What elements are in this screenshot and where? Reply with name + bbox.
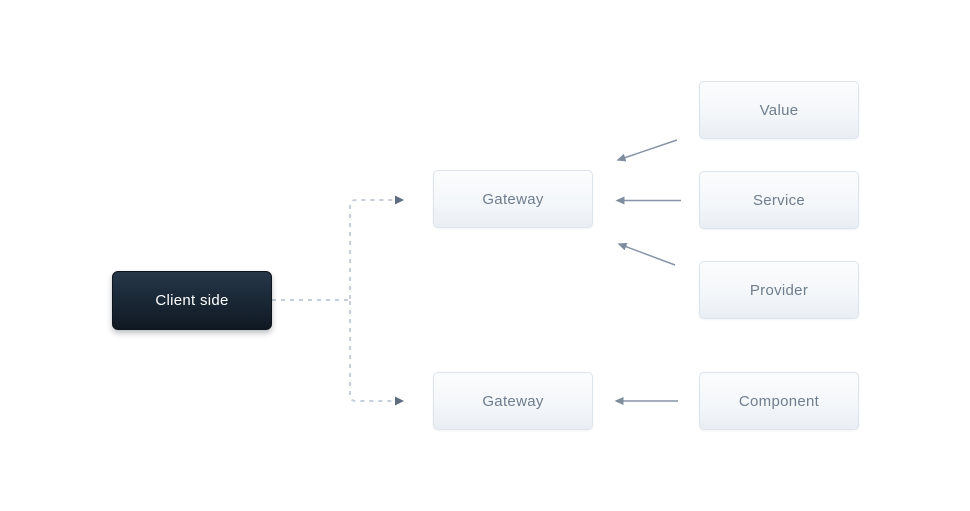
- node-gateway-top[interactable]: Gateway: [433, 170, 593, 228]
- node-component[interactable]: Component: [699, 372, 859, 430]
- edge-client-to-gateway-top: [349, 195, 404, 299]
- node-value[interactable]: Value: [699, 81, 859, 139]
- node-provider-label: Provider: [749, 281, 809, 299]
- node-provider[interactable]: Provider: [699, 261, 859, 319]
- node-service[interactable]: Service: [699, 171, 859, 229]
- node-gateway-bottom[interactable]: Gateway: [433, 372, 593, 430]
- node-component-label: Component: [738, 392, 820, 410]
- node-service-label: Service: [752, 191, 806, 209]
- node-client-side-label: Client side: [155, 292, 229, 309]
- edge-client-to-gateway-bottom: [349, 301, 404, 406]
- edge-value-to-gateway: [616, 139, 678, 162]
- node-gateway-bottom-label: Gateway: [482, 392, 544, 410]
- node-value-label: Value: [759, 101, 799, 119]
- edge-provider-to-gateway: [617, 242, 676, 266]
- node-gateway-top-label: Gateway: [482, 190, 544, 208]
- node-client-side[interactable]: Client side: [112, 271, 272, 330]
